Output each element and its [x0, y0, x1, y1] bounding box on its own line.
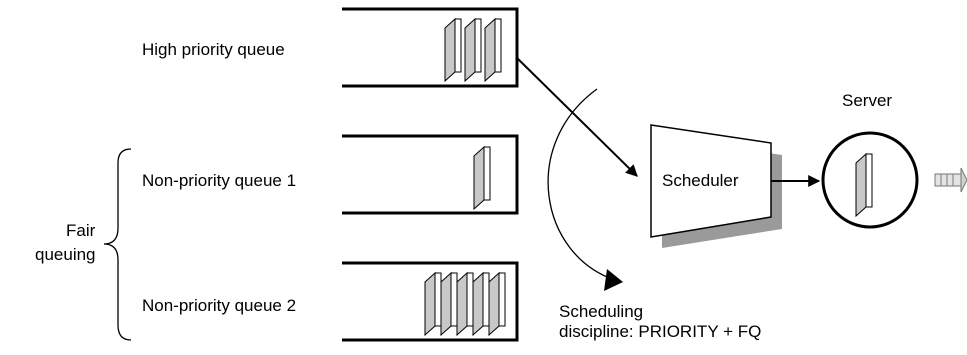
non-priority-2-packets	[424, 271, 506, 337]
fair-queuing-label-line2: queuing	[35, 245, 96, 264]
packet	[440, 271, 458, 337]
packet	[444, 17, 462, 83]
server-packet	[855, 152, 873, 218]
packet	[456, 271, 474, 337]
fair-queuing-label-line1: Fair	[66, 221, 96, 240]
scheduling-discipline-arrowhead	[604, 269, 623, 291]
scheduling-discipline-label-line1: Scheduling	[559, 302, 644, 321]
high-priority-packets	[444, 17, 502, 83]
packet	[424, 271, 442, 337]
high-priority-queue-label: High priority queue	[142, 40, 285, 59]
non-priority-queue-2-label: Non-priority queue 2	[142, 296, 297, 315]
high-priority-queue-box	[342, 7, 519, 88]
scheduling-discipline-arc	[547, 88, 616, 281]
outgoing-arrow-icon	[934, 167, 967, 193]
packet	[472, 271, 490, 337]
non-priority-queue-2-box	[342, 261, 519, 342]
packet	[484, 17, 502, 83]
non-priority-1-packets	[473, 145, 491, 211]
scheduler-shape	[650, 124, 772, 238]
fair-queuing-brace	[103, 148, 132, 341]
non-priority-queue-1-box	[342, 134, 519, 215]
server-label: Server	[842, 91, 893, 110]
scheduler-label: Scheduler	[662, 171, 739, 190]
scheduling-discipline-label-line2: discipline: PRIORITY + FQ	[559, 322, 762, 341]
packet	[473, 145, 491, 211]
non-priority-queue-1-label: Non-priority queue 1	[142, 171, 297, 190]
packet	[488, 271, 506, 337]
packet	[464, 17, 482, 83]
high-priority-to-scheduler-arrow	[516, 57, 638, 177]
